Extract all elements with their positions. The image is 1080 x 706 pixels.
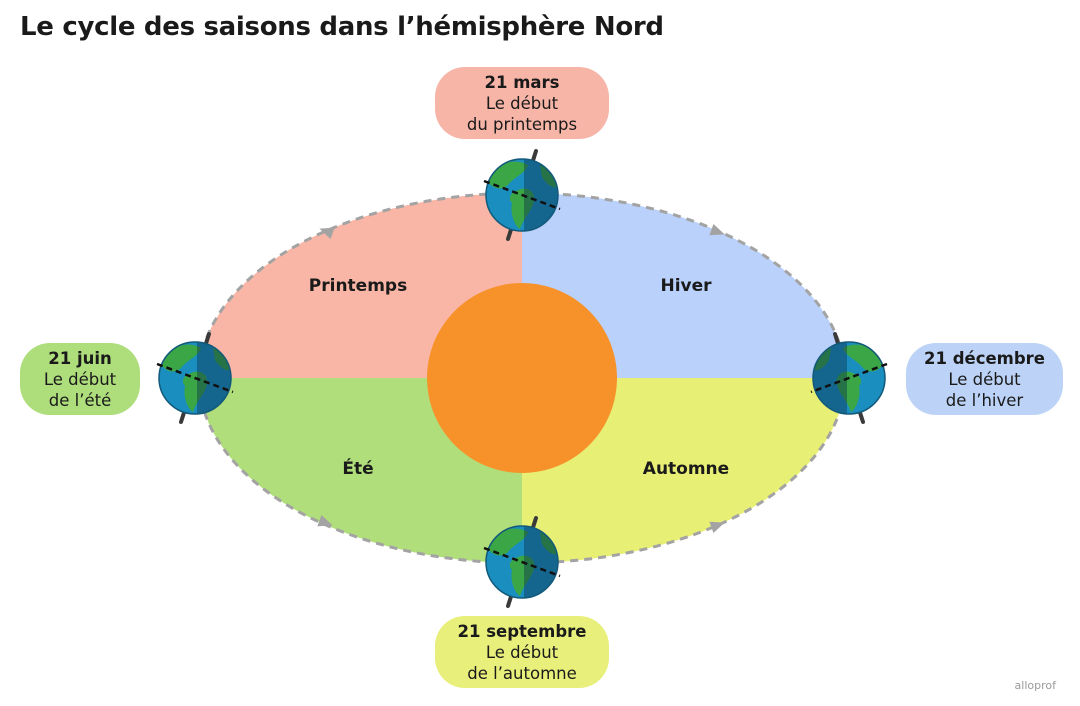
milestone-spring-date: 21 mars bbox=[484, 72, 560, 92]
milestone-autumn-line2: de l’automne bbox=[467, 663, 577, 683]
milestone-autumn: 21 septembre Le début de l’automne bbox=[435, 616, 609, 688]
milestone-summer: 21 juin Le début de l’été bbox=[20, 343, 140, 415]
season-label-automne: Automne bbox=[643, 459, 729, 479]
page-title: Le cycle des saisons dans l’hémisphère N… bbox=[20, 12, 664, 42]
milestone-winter-date: 21 décembre bbox=[923, 348, 1045, 368]
milestone-autumn-line1: Le début bbox=[485, 642, 559, 662]
milestone-spring: 21 mars Le début du printemps bbox=[435, 67, 609, 139]
milestone-summer-date: 21 juin bbox=[48, 348, 112, 368]
milestone-winter-line1: Le début bbox=[948, 369, 1021, 389]
milestone-winter: 21 décembre Le début de l’hiver bbox=[906, 343, 1063, 415]
milestone-winter-line2: de l’hiver bbox=[945, 390, 1024, 410]
milestone-autumn-date: 21 septembre bbox=[457, 621, 587, 641]
milestone-spring-line1: Le début bbox=[485, 93, 559, 113]
season-label-printemps: Printemps bbox=[309, 276, 407, 296]
milestone-summer-line2: de l’été bbox=[48, 390, 112, 410]
milestone-summer-line1: Le début bbox=[43, 369, 117, 389]
credit-logo: alloprof bbox=[1014, 679, 1056, 692]
sun bbox=[427, 283, 617, 473]
season-label-ete: Été bbox=[342, 457, 373, 479]
milestone-spring-line2: du printemps bbox=[466, 114, 578, 134]
season-label-hiver: Hiver bbox=[660, 276, 712, 296]
